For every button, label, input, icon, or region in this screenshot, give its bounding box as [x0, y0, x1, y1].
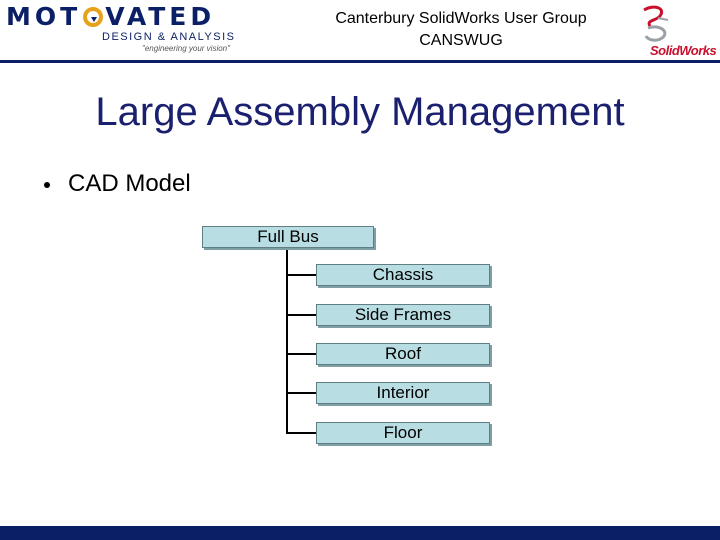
logo-wordmark-end: VATED — [105, 2, 216, 31]
tree-branch-line — [286, 432, 316, 434]
header-title-line1: Canterbury SolidWorks User Group — [335, 10, 587, 27]
tree-branch-line — [286, 392, 316, 394]
logo-wordmark: MOT VATED — [6, 4, 215, 30]
tree-node-root: Full Bus — [202, 226, 374, 248]
solidworks-wordmark: SolidWorks — [650, 43, 717, 58]
logo-o-mark-icon — [83, 7, 104, 27]
tree-trunk-line — [286, 248, 288, 434]
footer-bar — [0, 526, 720, 540]
tree-node-child: Roof — [316, 343, 490, 365]
tree-branch-line — [286, 314, 316, 316]
solidworks-logo: SolidWorks — [636, 4, 717, 58]
bullet-icon — [44, 181, 50, 188]
logo-tagline: "engineering your vision" — [142, 44, 230, 53]
header-title: Canterbury SolidWorks User Group CANSWUG — [296, 8, 626, 52]
bullet-item: CAD Model — [44, 170, 191, 198]
tree-node-child: Chassis — [316, 264, 490, 286]
tree-node-child: Interior — [316, 382, 490, 404]
motovated-logo: MOT VATED DESIGN & ANALYSIS "engineering … — [6, 4, 256, 54]
bullet-text: CAD Model — [68, 170, 191, 197]
tree-node-child: Floor — [316, 422, 490, 444]
logo-subtitle: DESIGN & ANALYSIS — [102, 31, 236, 43]
header-title-line2: CANSWUG — [419, 32, 503, 49]
tree-branch-line — [286, 274, 316, 276]
tree-node-child: Side Frames — [316, 304, 490, 326]
ds-logo-icon — [643, 5, 669, 42]
logo-wordmark-start: MOT — [6, 2, 82, 31]
tree-branch-line — [286, 353, 316, 355]
slide-title: Large Assembly Management — [95, 90, 625, 134]
header-divider — [0, 60, 720, 63]
